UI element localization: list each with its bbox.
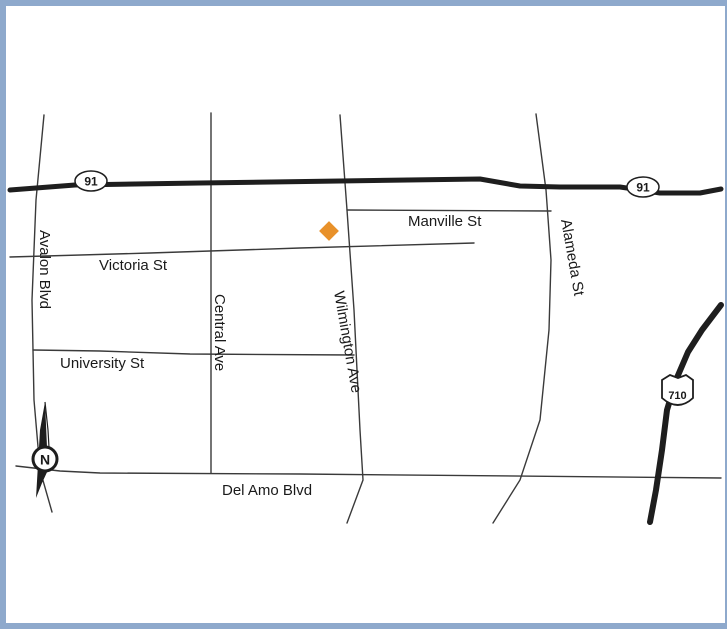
- location-diamond-marker-icon[interactable]: [319, 221, 339, 241]
- svg-text:710: 710: [668, 390, 686, 402]
- route-710-shield: 710: [661, 373, 694, 406]
- wilmington-ave-line: [339, 114, 364, 524]
- central-ave-label: Central Ave: [211, 294, 228, 371]
- route-91-shield-left: 91: [74, 170, 108, 192]
- del-amo-blvd-line: [15, 465, 722, 479]
- svg-text:N: N: [40, 452, 50, 468]
- victoria-st-label: Victoria St: [99, 257, 168, 274]
- svg-text:91: 91: [84, 175, 98, 189]
- avalon-blvd-label: Avalon Blvd: [36, 230, 53, 309]
- manville-st-label: Manville St: [408, 213, 482, 230]
- highway-91-line: [7, 176, 724, 196]
- manville-st-line: [346, 209, 552, 212]
- north-arrow-icon: N: [31, 401, 59, 498]
- svg-text:91: 91: [636, 181, 650, 195]
- alameda-st-label: Alameda St: [557, 218, 587, 298]
- alameda-st-line: [492, 113, 552, 524]
- university-st-line: [32, 349, 355, 356]
- university-st-label: University St: [60, 355, 145, 372]
- highway-710-line: [647, 302, 724, 525]
- del-amo-blvd-label: Del Amo Blvd: [222, 482, 312, 499]
- victoria-st-line: [9, 242, 475, 258]
- wilmington-ave-label: Wilmington Ave: [330, 290, 365, 394]
- route-91-shield-right: 91: [626, 176, 660, 198]
